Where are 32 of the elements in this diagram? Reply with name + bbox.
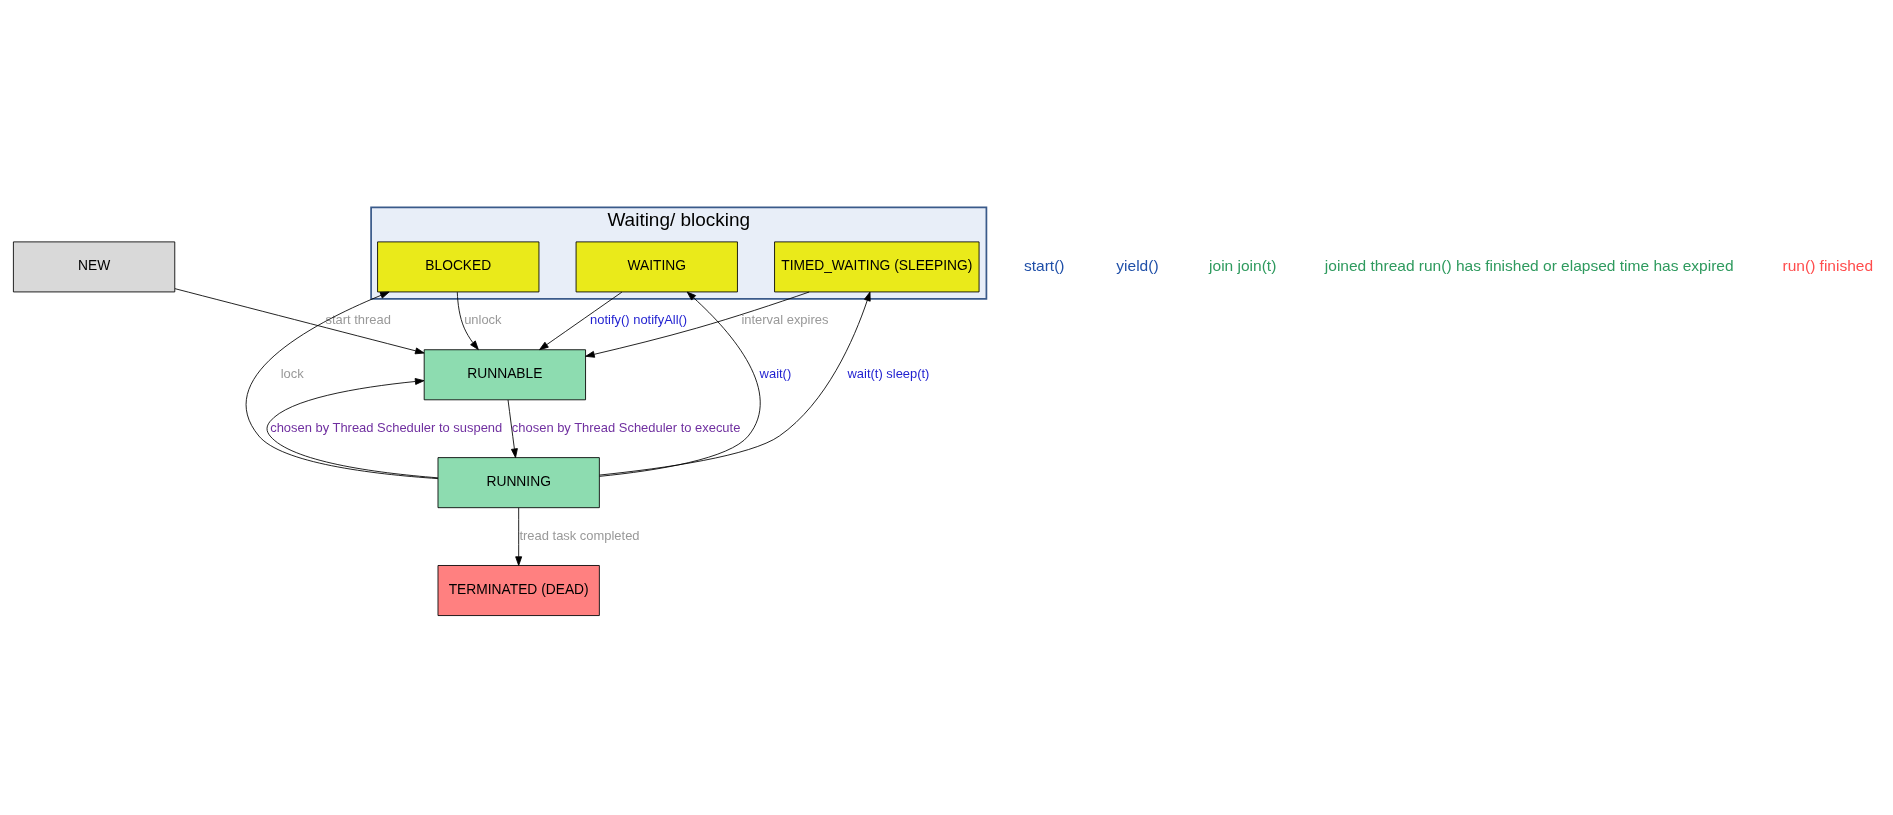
edge-label: tread task completed [519, 527, 640, 543]
edge-label: start thread [325, 311, 391, 327]
arrow [515, 506, 523, 566]
node-box: RUNNABLE [423, 348, 586, 400]
arrow [456, 291, 479, 350]
node-box: NEW [12, 240, 176, 292]
arrow [174, 287, 425, 354]
edge-label: chosen by Thread Scheduler to execute [511, 419, 741, 435]
edge-label: wait(t) sleep(t) [847, 365, 930, 381]
arrow [266, 377, 439, 478]
node-box: BLOCKED [377, 240, 540, 292]
label: join join(t) [1209, 256, 1277, 274]
node-box: TIMED_WAITING (SLEEPING) [774, 240, 980, 292]
node-box: TERMINATED (DEAD) [437, 564, 600, 616]
arrow [507, 399, 518, 458]
arrow [599, 291, 761, 477]
edge-label: notify() notifyAll() [590, 311, 688, 327]
edge-label: interval expires [741, 311, 829, 327]
edge-label: unlock [464, 311, 502, 327]
arrow [585, 291, 810, 358]
label: start() [1023, 256, 1065, 274]
label: yield() [1116, 256, 1159, 274]
label: run() finished [1782, 256, 1874, 274]
edge-label: wait() [759, 365, 792, 381]
arrow [245, 291, 439, 479]
arrow [599, 291, 871, 475]
edge-label: lock [280, 365, 304, 381]
node-box: RUNNING [437, 456, 600, 508]
label: joined thread run() has finished or elapsed time has expired [1324, 256, 1734, 274]
arrow [539, 291, 623, 350]
edge-label: chosen by Thread Scheduler to suspend [270, 419, 503, 435]
node-box: WAITING [575, 240, 738, 292]
